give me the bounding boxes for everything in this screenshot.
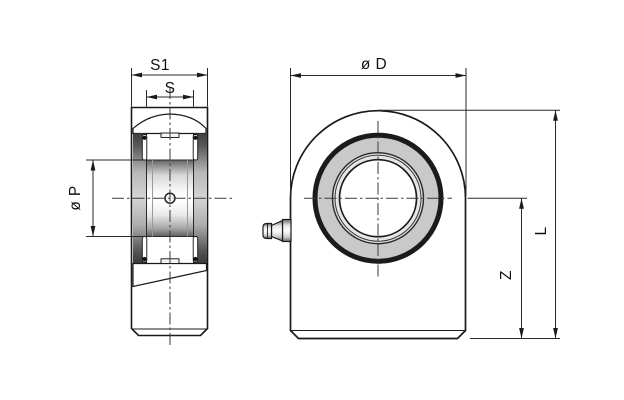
housing-bottom-section-wedge xyxy=(132,262,208,288)
dimension-s: S xyxy=(146,80,194,107)
front-view xyxy=(262,109,467,340)
label-s1: S1 xyxy=(150,57,170,74)
label-bore-p: ø P xyxy=(67,185,84,210)
dimension-s1: S1 xyxy=(131,57,208,107)
label-center-z: Z xyxy=(498,270,515,280)
dimension-total-l: L xyxy=(378,109,560,339)
grease-nipple xyxy=(262,218,292,243)
dimension-bore-p: ø P xyxy=(67,159,146,237)
eye-body xyxy=(289,109,467,340)
dimension-center-z: Z xyxy=(467,197,527,339)
label-total-l: L xyxy=(533,226,550,235)
label-s: S xyxy=(165,80,176,97)
retaining-ring-grooves xyxy=(141,134,199,263)
side-section-view xyxy=(112,87,232,347)
label-head-d: ø D xyxy=(361,56,387,73)
dimension-head-d: ø D xyxy=(290,56,467,196)
